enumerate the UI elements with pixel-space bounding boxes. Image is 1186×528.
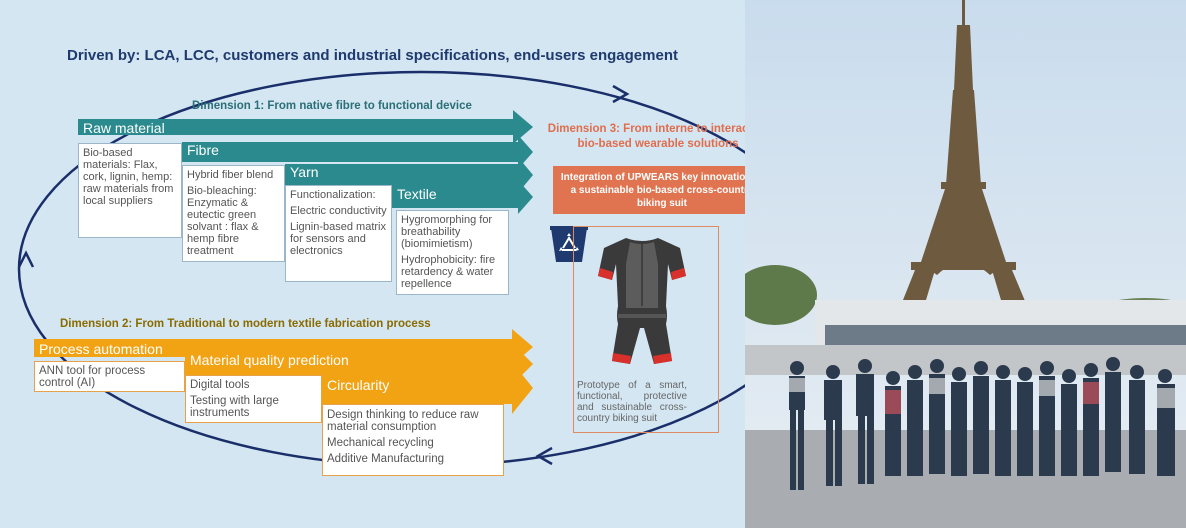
- fibre-item: Bio-bleaching: Enzymatic & eutectic gree…: [187, 185, 259, 257]
- fibre-arrow: [182, 135, 533, 169]
- dimension-3-line-2: bio-based wearable solutions: [577, 138, 739, 150]
- process-automation-item: ANN tool for process control (AI): [39, 365, 146, 389]
- circularity-item: Mechanical recycling: [327, 437, 434, 449]
- dimension-3-label: Dimension 3: From interne to interactive…: [538, 122, 745, 152]
- material-quality-item: Testing with large instruments: [190, 395, 279, 419]
- material-quality-item: Digital tools: [190, 379, 250, 391]
- suit-caption: Prototype of a smart, functional, protec…: [577, 380, 687, 424]
- fibre-item: Hybrid fiber blend: [187, 169, 274, 181]
- textile-label: Textile: [397, 186, 437, 202]
- fibre-label: Fibre: [187, 142, 219, 158]
- material-quality-label: Material quality prediction: [190, 352, 349, 368]
- page-title: Driven by: LCA, LCC, customers and indus…: [67, 47, 678, 64]
- textile-item: Hygromorphing for breathability (biomimi…: [401, 214, 493, 250]
- tree: [745, 265, 817, 325]
- dimension-2-label: Dimension 2: From Traditional to modern …: [60, 318, 431, 330]
- recycle-bin-icon: [550, 226, 588, 262]
- raw-material-label: Raw material: [83, 120, 165, 136]
- raw-material-arrow: [78, 110, 533, 144]
- yarn-item: Lignin-based matrix for sensors and elec…: [290, 221, 386, 257]
- circularity-arrow: [322, 362, 533, 414]
- yarn-item: Functionalization:: [290, 189, 376, 201]
- process-automation-label: Process automation: [39, 341, 163, 357]
- circularity-label: Circularity: [327, 377, 390, 393]
- circularity-item: Design thinking to reduce raw material c…: [327, 409, 479, 433]
- eiffel-tower-photo: [745, 0, 1186, 528]
- diagram-panel: Driven by: LCA, LCC, customers and indus…: [0, 0, 745, 528]
- cycle-arrowhead: [535, 446, 553, 466]
- cycle-arrowhead: [17, 250, 35, 268]
- textile-item: Hydrophobicity: fire retardency & water …: [401, 254, 496, 290]
- material-quality-details: Digital tools Testing with large instrum…: [185, 375, 322, 423]
- circularity-details: Design thinking to reduce raw material c…: [322, 404, 504, 476]
- suit-frame: [573, 226, 719, 433]
- yarn-label: Yarn: [290, 164, 319, 180]
- integration-callout: Integration of UPWEARS key innovation in…: [553, 166, 745, 214]
- circularity-item: Additive Manufacturing: [327, 453, 444, 465]
- dimension-1-label: Dimension 1: From native fibre to functi…: [192, 100, 472, 112]
- raw-material-details: Bio-based materials: Flax, cork, lignin,…: [78, 143, 182, 238]
- yarn-details: Functionalization: Electric conductivity…: [285, 185, 392, 282]
- textile-arrow: [392, 180, 533, 214]
- fibre-details: Hybrid fiber blend Bio-bleaching: Enzyma…: [182, 165, 285, 262]
- textile-details: Hygromorphing for breathability (biomimi…: [396, 210, 509, 295]
- yarn-item: Electric conductivity: [290, 205, 387, 217]
- cycle-arrowhead: [612, 84, 630, 104]
- dimension-3-line-1: Dimension 3: From interne to interactive: [547, 123, 745, 135]
- process-automation-details: ANN tool for process control (AI): [34, 361, 185, 392]
- biking-suit-icon: [598, 238, 686, 364]
- group-photo: [745, 0, 1186, 528]
- people-group: [789, 357, 1175, 490]
- raw-material-item: Bio-based materials: Flax, cork, lignin,…: [83, 147, 174, 207]
